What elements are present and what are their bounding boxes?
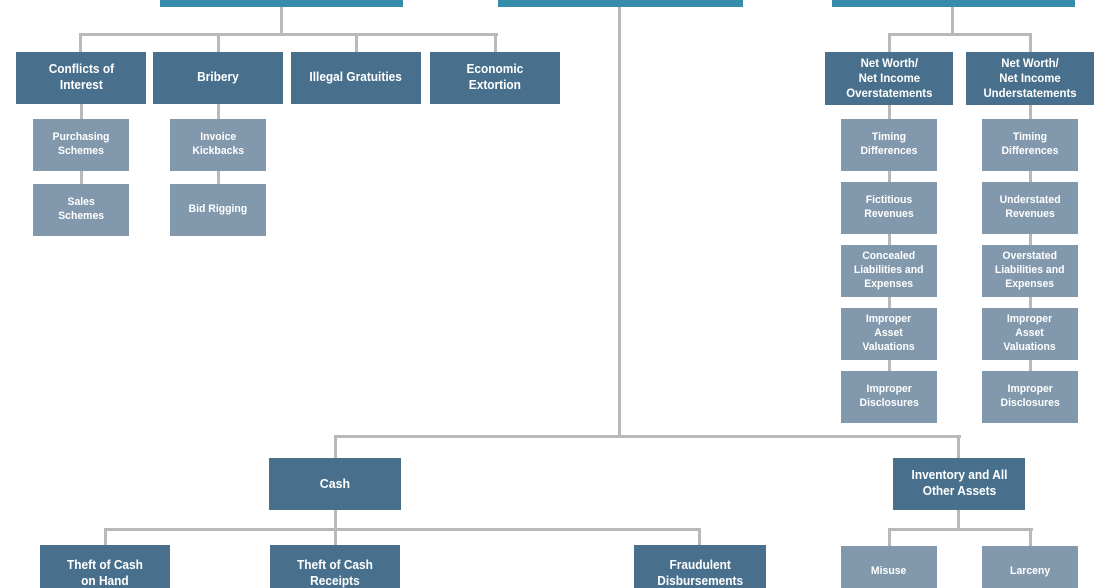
node-label: Net Worth/ Net Income Overstatements bbox=[845, 56, 933, 100]
node-inventory-and-all-other-assets: Inventory and All Other Assets bbox=[893, 458, 1025, 510]
connector-line bbox=[888, 33, 1032, 36]
connector-line bbox=[334, 528, 337, 545]
connector-line bbox=[888, 528, 1033, 531]
connector-line bbox=[1029, 234, 1032, 245]
node-label: Conflicts of Interest bbox=[48, 62, 114, 92]
connector-line bbox=[1029, 297, 1032, 308]
node-invoice-kickbacks: Invoice Kickbacks bbox=[170, 119, 266, 171]
node-sales-schemes: Sales Schemes bbox=[33, 184, 129, 236]
connector-line bbox=[1029, 105, 1032, 119]
node-timing-differences-overstatements: Timing Differences bbox=[841, 119, 937, 171]
node-label: Bribery bbox=[197, 70, 239, 85]
connector-line bbox=[79, 33, 82, 52]
node-label: Overstated Liabilities and Expenses bbox=[995, 250, 1065, 290]
node-top-center-header bbox=[498, 0, 743, 7]
connector-line bbox=[104, 528, 701, 531]
node-label: Theft of Cash on Hand bbox=[67, 558, 143, 588]
connector-line bbox=[334, 435, 337, 458]
connector-line bbox=[80, 104, 83, 119]
node-misuse: Misuse bbox=[841, 546, 937, 588]
node-label: Inventory and All Other Assets bbox=[911, 468, 1007, 498]
connector-line bbox=[217, 33, 220, 52]
node-purchasing-schemes: Purchasing Schemes bbox=[33, 119, 129, 171]
node-label: Concealed Liabilities and Expenses bbox=[854, 250, 924, 290]
node-improper-asset-valuations-overstatements: Improper Asset Valuations bbox=[841, 308, 937, 360]
connector-line bbox=[217, 104, 220, 119]
node-overstated-liabilities-and-expenses: Overstated Liabilities and Expenses bbox=[982, 245, 1078, 297]
node-improper-asset-valuations-understatements: Improper Asset Valuations bbox=[982, 308, 1078, 360]
node-concealed-liabilities-and-expenses: Concealed Liabilities and Expenses bbox=[841, 245, 937, 297]
connector-line bbox=[1029, 171, 1032, 182]
connector-line bbox=[888, 105, 891, 119]
node-label: Invoice Kickbacks bbox=[192, 131, 244, 157]
node-fraudulent-disbursements: Fraudulent Disbursements bbox=[634, 545, 766, 588]
node-label: Fraudulent Disbursements bbox=[657, 558, 743, 588]
node-fictitious-revenues: Fictitious Revenues bbox=[841, 182, 937, 234]
node-label: Timing Differences bbox=[1001, 131, 1059, 157]
connector-line bbox=[334, 510, 337, 528]
connector-line bbox=[334, 435, 961, 438]
node-label: Theft of Cash Receipts bbox=[297, 558, 373, 588]
node-larceny: Larceny bbox=[982, 546, 1078, 588]
node-label: Larceny bbox=[1009, 565, 1051, 578]
node-net-worth-understatements: Net Worth/ Net Income Understatements bbox=[966, 52, 1094, 105]
node-label: Net Worth/ Net Income Understatements bbox=[983, 56, 1077, 100]
connector-line bbox=[888, 297, 891, 308]
connector-line bbox=[957, 510, 960, 528]
node-label: Cash bbox=[319, 475, 351, 491]
node-illegal-gratuities: Illegal Gratuities bbox=[291, 52, 421, 104]
node-label: Improper Disclosures bbox=[1000, 383, 1060, 409]
node-label: Improper Disclosures bbox=[859, 383, 919, 409]
node-label: Understated Revenues bbox=[999, 194, 1061, 220]
node-economic-extortion: Economic Extortion bbox=[430, 52, 560, 104]
connector-line bbox=[355, 33, 358, 52]
node-bribery: Bribery bbox=[153, 52, 283, 104]
node-label: Sales Schemes bbox=[58, 196, 104, 222]
node-label: Misuse bbox=[871, 565, 907, 578]
connector-line bbox=[1029, 528, 1032, 546]
connector-line bbox=[957, 435, 960, 458]
connector-line bbox=[951, 7, 954, 33]
node-label: Economic Extortion bbox=[466, 62, 524, 92]
node-theft-of-cash-on-hand: Theft of Cash on Hand bbox=[40, 545, 170, 588]
node-conflicts-of-interest: Conflicts of Interest bbox=[16, 52, 146, 104]
connector-line bbox=[618, 7, 621, 435]
connector-line bbox=[280, 7, 283, 33]
connector-line bbox=[494, 33, 497, 52]
node-label: Fictitious Revenues bbox=[864, 194, 914, 220]
node-theft-of-cash-receipts: Theft of Cash Receipts bbox=[270, 545, 400, 588]
node-improper-disclosures-overstatements: Improper Disclosures bbox=[841, 371, 937, 423]
node-understated-revenues: Understated Revenues bbox=[982, 182, 1078, 234]
connector-line bbox=[888, 360, 891, 371]
connector-line bbox=[80, 171, 83, 184]
connector-line bbox=[104, 528, 107, 545]
node-label: Illegal Gratuities bbox=[309, 70, 403, 85]
connector-line bbox=[698, 528, 701, 545]
connector-line bbox=[79, 33, 498, 36]
node-top-right-header bbox=[832, 0, 1075, 7]
connector-line bbox=[888, 171, 891, 182]
node-timing-differences-understatements: Timing Differences bbox=[982, 119, 1078, 171]
connector-line bbox=[1029, 33, 1032, 52]
connector-line bbox=[1029, 360, 1032, 371]
connector-line bbox=[888, 234, 891, 245]
node-cash: Cash bbox=[269, 458, 401, 510]
node-label: Bid Rigging bbox=[188, 203, 248, 216]
connector-line bbox=[888, 33, 891, 52]
node-bid-rigging: Bid Rigging bbox=[170, 184, 266, 236]
node-label: Timing Differences bbox=[860, 131, 918, 157]
node-label: Improper Asset Valuations bbox=[862, 313, 916, 353]
node-improper-disclosures-understatements: Improper Disclosures bbox=[982, 371, 1078, 423]
node-top-left-header bbox=[160, 0, 403, 7]
connector-line bbox=[217, 171, 220, 184]
node-net-worth-overstatements: Net Worth/ Net Income Overstatements bbox=[825, 52, 953, 105]
connector-line bbox=[888, 528, 891, 546]
node-label: Purchasing Schemes bbox=[52, 131, 110, 157]
node-label: Improper Asset Valuations bbox=[1003, 313, 1057, 353]
